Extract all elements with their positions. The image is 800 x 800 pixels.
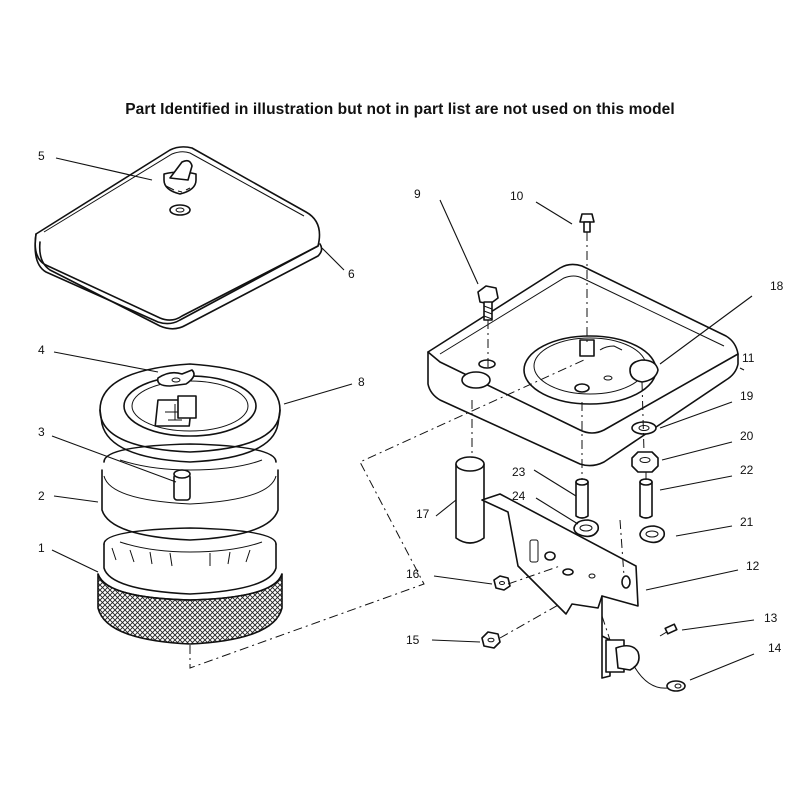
hose-clamp-right xyxy=(639,525,666,544)
callout-6: 6 xyxy=(348,267,355,281)
callout-8: 8 xyxy=(358,375,365,389)
air-cleaner-base xyxy=(427,263,739,467)
flat-washer xyxy=(631,421,657,435)
paper-filter-element xyxy=(97,527,283,645)
hex-nut xyxy=(631,451,659,473)
assembly-centerlines xyxy=(189,232,647,669)
small-screw xyxy=(579,213,595,233)
callout-labels: 5 6 4 8 3 2 1 9 10 18 11 19 20 22 21 23 … xyxy=(38,149,784,655)
callout-14: 14 xyxy=(768,641,782,655)
right-leader-lines xyxy=(431,199,755,681)
housing-wing-nut xyxy=(156,369,195,387)
parts-list-notice: Part Identified in illustration but not … xyxy=(125,101,675,118)
callout-19: 19 xyxy=(740,389,754,403)
pre-cleaner-sleeve xyxy=(101,443,279,541)
hose-right xyxy=(639,478,653,519)
mounting-bracket xyxy=(481,493,639,679)
callout-15: 15 xyxy=(406,633,420,647)
callout-9: 9 xyxy=(414,187,421,201)
callout-24: 24 xyxy=(512,489,526,503)
callout-4: 4 xyxy=(38,343,45,357)
filter-housing xyxy=(99,363,281,463)
callout-10: 10 xyxy=(510,189,524,203)
callout-11: 11 xyxy=(742,351,755,365)
callout-13: 13 xyxy=(764,611,778,625)
callout-17: 17 xyxy=(416,507,430,521)
hose-left xyxy=(575,478,589,519)
hose-clamp-left xyxy=(573,519,600,538)
lock-nut-upper xyxy=(493,575,511,591)
callout-3: 3 xyxy=(38,425,45,439)
callout-16: 16 xyxy=(406,567,420,581)
callout-21: 21 xyxy=(740,515,754,529)
wing-knob xyxy=(163,159,197,216)
hex-bolt xyxy=(477,285,499,321)
air-cleaner-cover xyxy=(34,146,323,330)
ground-clip xyxy=(605,623,686,692)
callout-18: 18 xyxy=(770,279,784,293)
callout-2: 2 xyxy=(38,489,45,503)
breather-tube xyxy=(455,456,485,544)
left-leader-lines xyxy=(51,157,353,573)
spacer-tube xyxy=(173,469,191,501)
callout-23: 23 xyxy=(512,465,526,479)
lock-nut-lower xyxy=(481,631,501,649)
callout-12: 12 xyxy=(746,559,760,573)
callout-5: 5 xyxy=(38,149,45,163)
callout-20: 20 xyxy=(740,429,754,443)
callout-22: 22 xyxy=(740,463,754,477)
callout-1: 1 xyxy=(38,541,45,555)
